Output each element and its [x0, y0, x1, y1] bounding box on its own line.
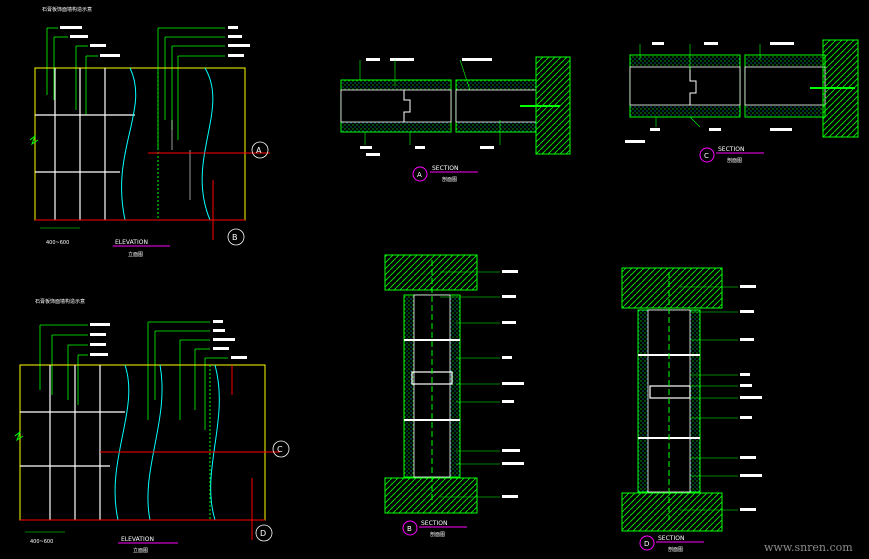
section-b-labels [502, 270, 524, 498]
section-d-sub: 剖面图 [668, 546, 683, 553]
elevation-2: 石膏板饰面墙构造示意 [14, 298, 290, 554]
elevation-1-note: 石膏板饰面墙构造示意 [42, 6, 92, 13]
elevation-1-grid [35, 68, 135, 220]
section-c-tag: C [704, 152, 709, 160]
section-tag-d: D [260, 529, 266, 538]
elevation-1: 石膏板饰面墙构造示意 [29, 6, 270, 258]
section-tag-b: B [232, 233, 238, 242]
elevation-1-leader-labels [60, 26, 250, 57]
elevation-1-caption: ELEVATION [115, 239, 148, 246]
section-tag-c: C [277, 445, 283, 454]
elevation-2-caption: ELEVATION [121, 536, 154, 543]
section-tag-b-marker [227, 228, 245, 246]
section-b-tag: B [407, 525, 412, 533]
section-d-tag: D [644, 540, 649, 548]
section-a-labels [360, 58, 494, 156]
section-c-caption: SECTION [718, 146, 744, 153]
elevation-1-cutline [121, 67, 137, 221]
elevation-2-cutline [114, 364, 130, 521]
watermark: www.snren.com [764, 541, 853, 554]
elevation-2-leaders [39, 321, 228, 430]
section-d-labels [740, 285, 762, 511]
elevation-2-note: 石膏板饰面墙构造示意 [35, 298, 85, 305]
section-d: D SECTION 剖面图 [621, 267, 762, 553]
section-tag-a-marker [251, 141, 269, 159]
elevation-1-cutline-2 [201, 67, 214, 221]
section-a-tag: A [417, 171, 422, 179]
elevation-2-frame [19, 364, 266, 521]
elevation-2-dimension: 400~600 [30, 539, 53, 545]
section-d-caption: SECTION [658, 535, 684, 542]
elevation-1-dimension: 400~600 [46, 240, 69, 246]
section-c-sub: 剖面图 [727, 157, 742, 164]
elevation-2-leader-labels [90, 320, 247, 359]
section-a-sub: 剖面图 [442, 176, 457, 183]
section-b-sub: 剖面图 [430, 531, 445, 538]
section-c: C SECTION 剖面图 [625, 39, 859, 164]
elevation-2-grid [20, 365, 125, 520]
elevation-1-sub: 立面图 [128, 251, 143, 258]
section-a: A SECTION 剖面图 [340, 56, 571, 183]
section-tag-a: A [256, 146, 262, 155]
section-b-caption: SECTION [421, 520, 447, 527]
section-tag-d-marker [255, 524, 273, 542]
section-c-labels [625, 42, 794, 143]
section-b: B SECTION 剖面图 [384, 254, 524, 538]
section-tag-c-marker [272, 440, 290, 458]
section-a-caption: SECTION [432, 165, 458, 172]
elevation-2-sub: 立面图 [133, 547, 148, 554]
